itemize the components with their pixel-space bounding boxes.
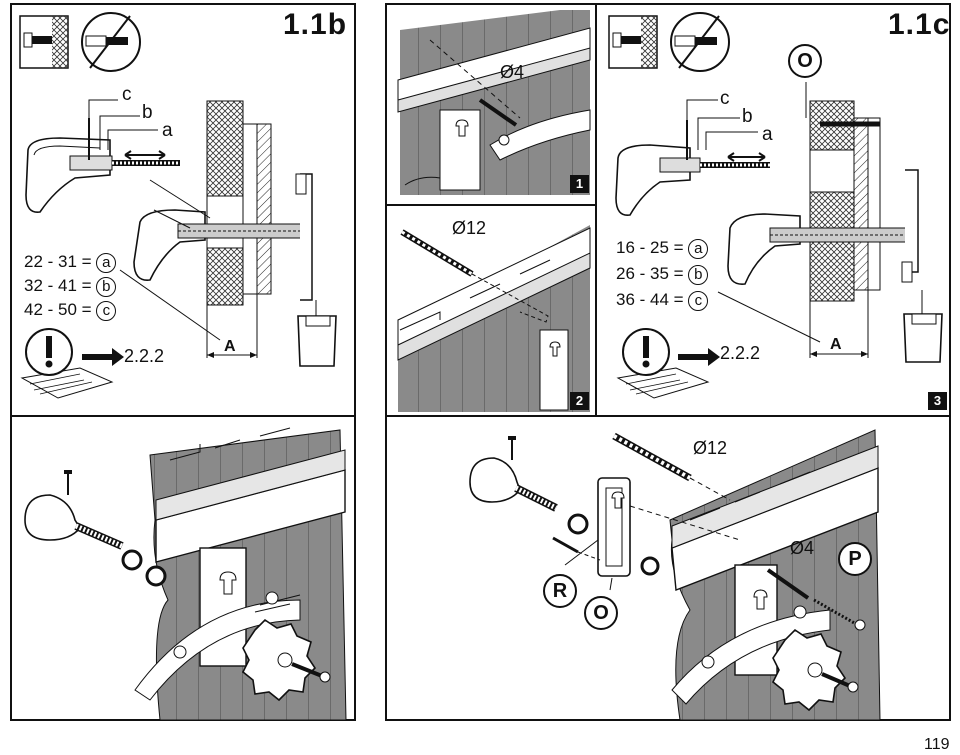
icon-screw-detail-1-left [19,15,69,69]
icon-screw-detail-1-right [608,15,658,69]
page-number: 119 [924,736,950,753]
callout-o-bottom: O [584,596,618,630]
section-title-1-1b: 1.1b [283,8,348,41]
part-letter-a-left: a [162,120,173,141]
callout-o-top: O [788,44,822,78]
table-1-1c-row-3: 36 - 44 = c [616,290,709,311]
part-letter-b-left: b [142,102,153,123]
section-title-1-1c: 1.1c [888,8,951,41]
manual-reference-left: 2.2.2 [124,346,165,366]
diameter-label-12-bottom: Ø12 [693,438,728,458]
dimension-label-a-right: A [830,336,842,353]
dimension-label-a-left: A [224,338,236,355]
diameter-label-4-bottom: Ø4 [790,538,815,558]
step-badge-2: 2 [570,392,589,410]
callout-p: P [838,542,872,576]
range-42-50: 42 - 50 = [24,300,97,319]
right-panel-divider [385,415,951,417]
table-1-1c-row-1: 16 - 25 = a [616,238,709,259]
manual-reference-right: 2.2.2 [720,343,761,363]
part-circle-a: a [688,238,709,259]
table-1-1b-row-3: 42 - 50 = c [24,300,117,321]
range-36-44: 36 - 44 = [616,290,689,309]
callout-r: R [543,574,577,608]
part-letter-a-right: a [762,124,773,145]
step-badge-1: 1 [570,175,589,193]
table-1-1c-row-2: 26 - 35 = b [616,264,709,285]
range-32-41: 32 - 41 = [24,276,97,295]
range-26-35: 26 - 35 = [616,264,689,283]
part-circle-c: c [688,290,709,311]
right-top-vertical-divider [595,3,597,415]
part-circle-a: a [96,252,117,273]
table-1-1b-row-2: 32 - 41 = b [24,276,117,297]
part-circle-b: b [688,264,709,285]
range-22-31: 22 - 31 = [24,252,97,271]
part-circle-c: c [96,300,117,321]
left-panel-divider [10,415,356,417]
step-badge-3: 3 [928,392,947,410]
icon-screw-detail-2-left [81,12,141,72]
diameter-label-12-mid: Ø12 [452,218,487,238]
part-letter-c-right: c [720,88,730,109]
diameter-label-4-top: Ø4 [500,62,525,82]
part-letter-b-right: b [742,106,753,127]
table-1-1b-row-1: 22 - 31 = a [24,252,117,273]
icon-screw-detail-2-right [670,12,730,72]
part-letter-c-left: c [122,84,132,105]
part-circle-b: b [96,276,117,297]
range-16-25: 16 - 25 = [616,238,689,257]
right-step-divider [385,204,595,206]
